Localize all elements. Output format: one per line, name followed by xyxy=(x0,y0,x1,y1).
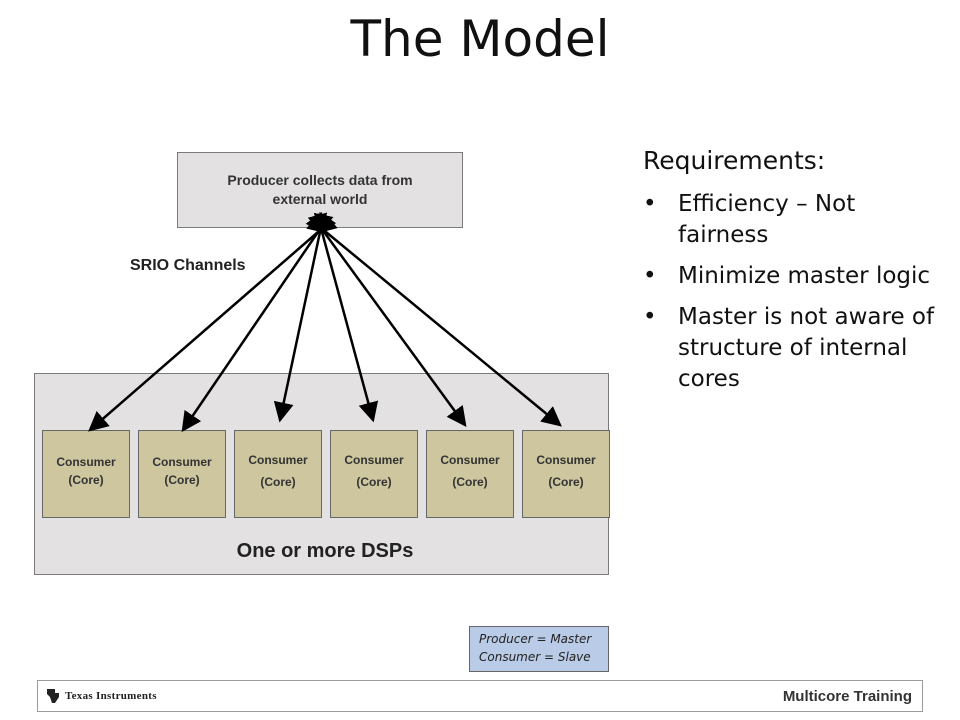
requirement-item: • Efficiency – Not fairness xyxy=(643,189,943,251)
requirement-text: Master is not aware of structure of inte… xyxy=(678,304,935,393)
bullet-icon: • xyxy=(643,304,657,331)
consumer-label: Consumer xyxy=(344,453,404,467)
requirements-heading: Requirements: xyxy=(643,146,826,175)
consumer-label: Consumer xyxy=(152,455,212,469)
consumer-box-1: Consumer (Core) xyxy=(42,430,130,518)
bullet-icon: • xyxy=(643,263,657,290)
producer-label: Producer collects data from external wor… xyxy=(227,172,413,207)
consumer-sublabel: (Core) xyxy=(260,475,296,489)
consumer-box-4: Consumer (Core) xyxy=(330,430,418,518)
requirement-item: • Master is not aware of structure of int… xyxy=(643,302,943,395)
ti-logo: Texas Instruments xyxy=(46,688,157,704)
producer-box: Producer collects data from external wor… xyxy=(177,152,463,228)
footer-label: Multicore Training xyxy=(782,688,912,705)
legend-producer: Producer = Master xyxy=(479,632,592,646)
legend-consumer: Consumer = Slave xyxy=(479,650,591,664)
ti-state-icon xyxy=(47,689,59,703)
requirement-text: Minimize master logic xyxy=(678,263,931,290)
consumer-label: Consumer xyxy=(248,453,308,467)
consumer-box-6: Consumer (Core) xyxy=(522,430,610,518)
footer-bar: Texas Instruments Multicore Training xyxy=(37,680,923,712)
slide-title: The Model xyxy=(350,10,610,68)
requirements-list: • Efficiency – Not fairness • Minimize mas… xyxy=(643,189,943,395)
requirement-text: Efficiency – Not fairness xyxy=(678,191,856,249)
consumer-box-2: Consumer (Core) xyxy=(138,430,226,518)
bullet-icon: • xyxy=(643,191,657,217)
legend-box: Producer = Master Consumer = Slave xyxy=(469,626,609,672)
consumer-box-3: Consumer (Core) xyxy=(234,430,322,518)
consumer-sublabel: (Core) xyxy=(452,475,488,489)
srio-channels-label: SRIO Channels xyxy=(130,257,246,274)
consumer-label: Consumer xyxy=(56,455,116,469)
consumer-sublabel: (Core) xyxy=(356,475,392,489)
requirement-item: • Minimize master logic xyxy=(643,261,943,292)
consumer-sublabel: (Core) xyxy=(164,473,200,487)
consumer-label: Consumer xyxy=(440,453,500,467)
dsp-label: One or more DSPs xyxy=(236,540,414,562)
consumer-sublabel: (Core) xyxy=(68,473,104,487)
ti-brand-text: Texas Instruments xyxy=(65,690,157,702)
consumer-box-5: Consumer (Core) xyxy=(426,430,514,518)
requirements-panel: Requirements: • Efficiency – Not fairness… xyxy=(643,146,943,405)
consumer-label: Consumer xyxy=(536,453,596,467)
consumer-sublabel: (Core) xyxy=(548,475,584,489)
